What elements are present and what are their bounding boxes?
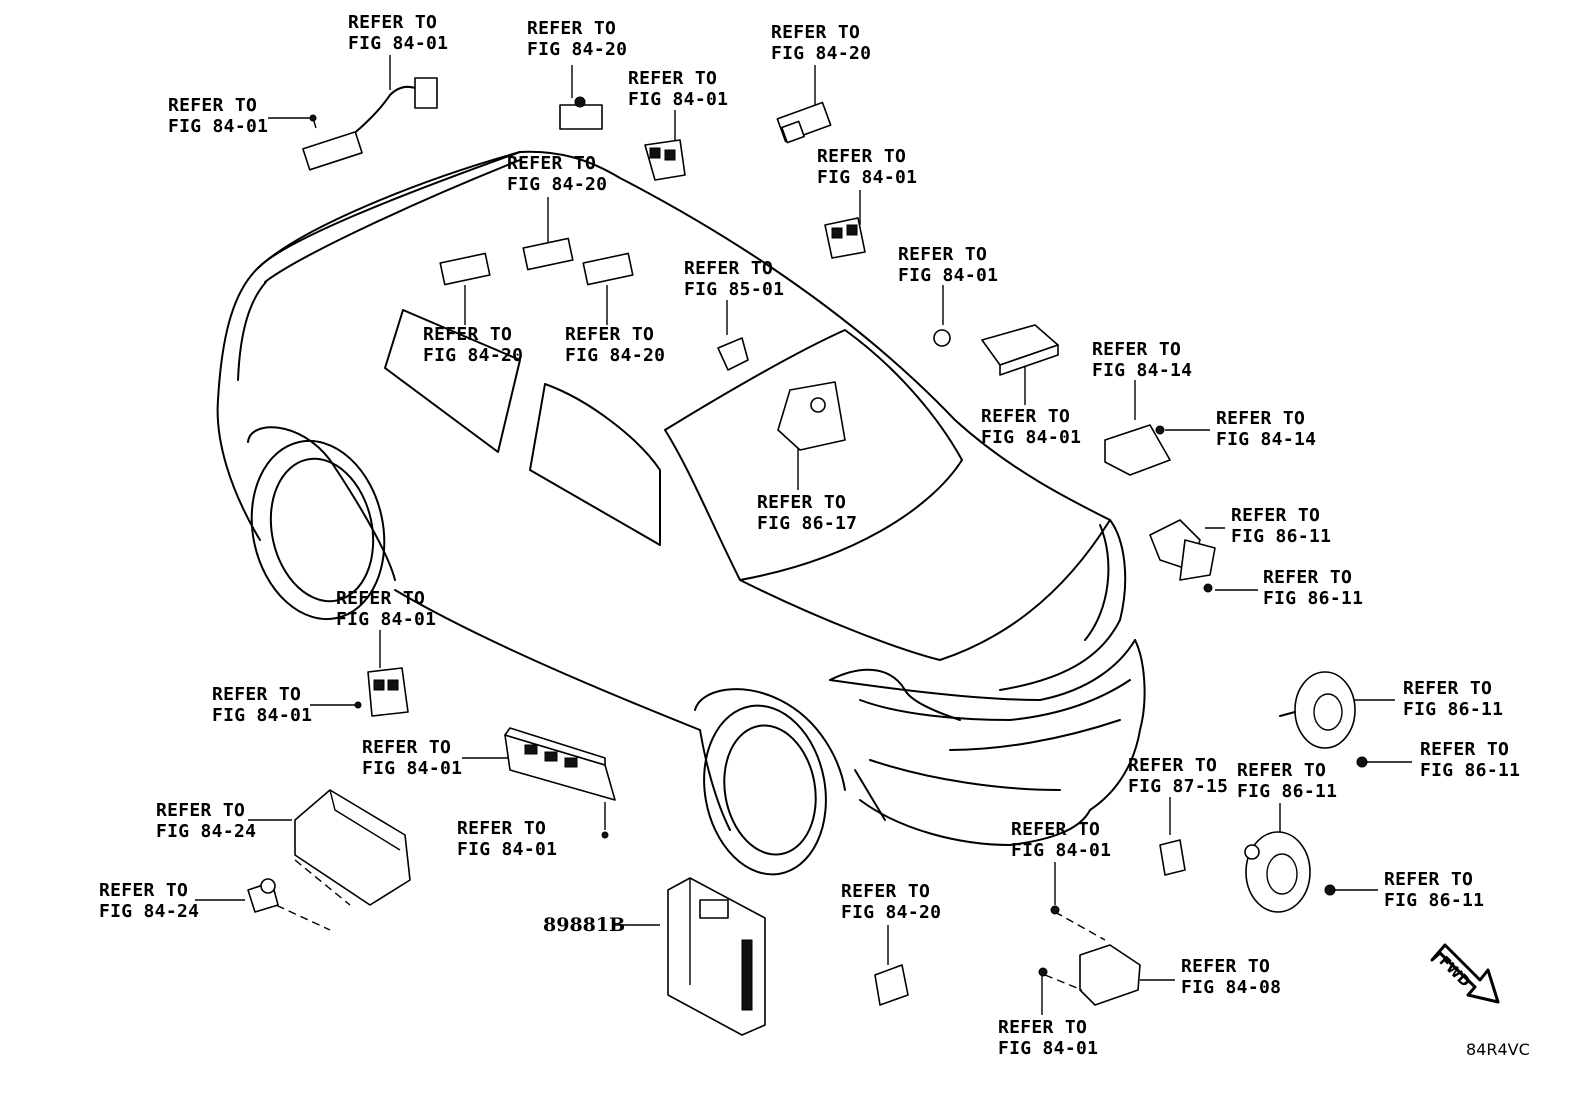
switch-unit-3	[354, 667, 409, 717]
leader-lines	[195, 55, 1412, 1015]
module-84-08	[1038, 905, 1141, 1006]
rain-sensor	[717, 337, 749, 371]
part-number-label: 89881B	[543, 914, 626, 936]
drawing-code: 84R4VC	[1466, 1040, 1530, 1059]
camera-unit	[1149, 519, 1216, 593]
antenna-top-right	[776, 101, 832, 144]
antenna-module-top	[559, 96, 603, 130]
interior-antennas	[439, 237, 634, 286]
control-module-84-24	[247, 789, 411, 931]
horn-low	[1244, 831, 1336, 913]
sensor-cable-assembly	[302, 77, 438, 171]
switch-unit-2	[824, 217, 866, 259]
switch-unit-1	[644, 139, 686, 181]
sensor-84-20	[874, 964, 909, 1006]
camera-bracket	[777, 381, 846, 451]
module-89881b	[667, 877, 766, 1036]
vehicle-outline	[216, 150, 1146, 876]
horn-high	[1279, 671, 1368, 768]
sensor-87-15	[1159, 839, 1186, 876]
small-clip	[933, 329, 951, 347]
window-master-switch	[504, 727, 616, 839]
forward-arrow-icon	[1430, 943, 1500, 1004]
airbag-ecu	[981, 324, 1059, 376]
pedal-sensor	[1104, 424, 1171, 476]
